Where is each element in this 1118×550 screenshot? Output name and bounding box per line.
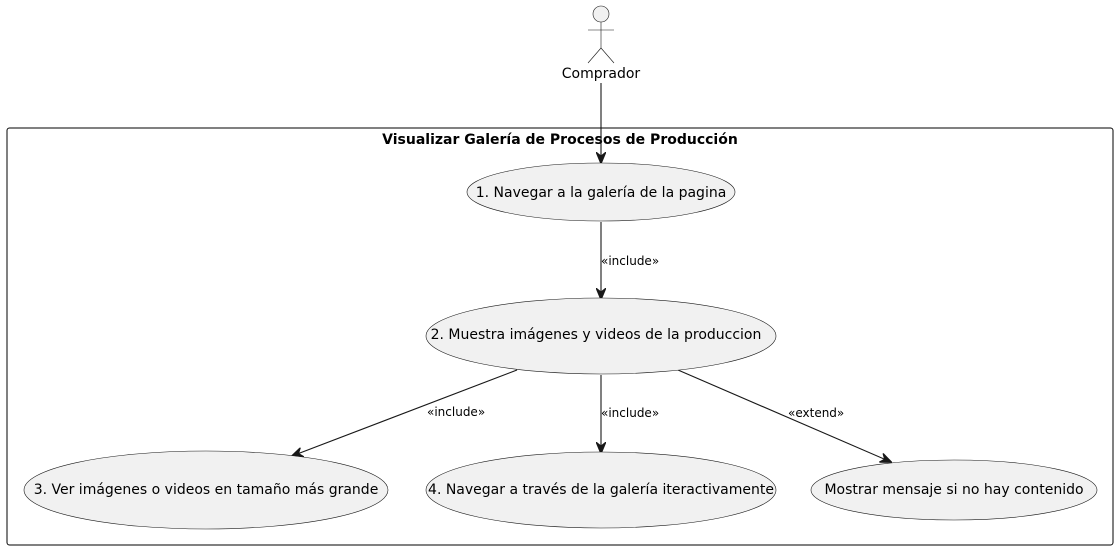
use-case-1-label: 1. Navegar a la galería de la pagina [476,185,727,201]
use-case-4: 4. Navegar a través de la galería iterac… [425,451,777,529]
use-case-5: Mostrar mensaje si no hay contenido [810,459,1098,521]
edge-label-uc1-uc2: «include» [601,254,659,268]
use-case-3-ellipse [23,450,389,530]
actor-label: Comprador [562,66,641,82]
system-boundary [6,127,1114,546]
edge-uc2-uc3 [292,369,518,456]
actor-left-leg [587,47,602,64]
edge-uc2-uc5 [677,369,891,462]
use-case-5-label: Mostrar mensaje si no hay contenido [824,482,1083,498]
use-case-4-ellipse [425,451,777,529]
actor-figure [587,5,615,64]
actor-head [592,5,610,23]
use-case-2: 2. Muestra imágenes y videos de la produ… [425,297,777,375]
use-case-4-label: 4. Navegar a través de la galería iterac… [428,482,774,498]
use-case-5-ellipse [810,459,1098,521]
edge-label-uc2-uc3: «include» [427,405,485,419]
use-case-2-ellipse [425,297,777,375]
use-case-2-label: 2. Muestra imágenes y videos de la produ… [431,327,762,343]
edge-label-uc2-uc5: «extend» [788,406,844,420]
use-case-1: 1. Navegar a la galería de la pagina [466,162,736,222]
boundary-title: Visualizar Galería de Procesos de Produc… [382,132,738,148]
use-case-3-label: 3. Ver imágenes o videos en tamaño más g… [34,482,379,498]
edge-label-uc2-uc4: «include» [601,406,659,420]
use-case-3: 3. Ver imágenes o videos en tamaño más g… [23,450,389,530]
actor-right-leg [600,47,615,64]
use-case-1-ellipse [466,162,736,222]
